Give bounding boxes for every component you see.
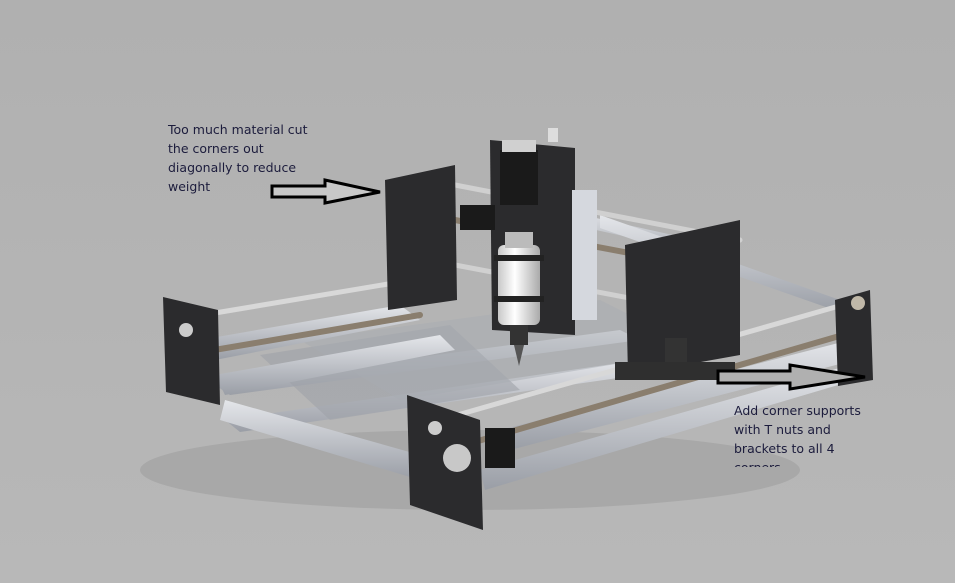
base-frame [200, 210, 855, 490]
annotation-corner-supports: Add corner supports with T nuts and brac… [734, 401, 861, 467]
z-axis-assembly [460, 128, 597, 366]
annotation-line: corners [734, 458, 861, 467]
annotation-line: Too much material cut [168, 122, 308, 137]
annotation-line: brackets to all 4 [734, 441, 835, 456]
arrow-2 [716, 363, 866, 391]
annotation-line: with T nuts and [734, 422, 831, 437]
y-stepper-motor [485, 428, 515, 468]
arrow-1 [270, 178, 381, 205]
annotation-line: diagonally to reduce [168, 160, 297, 175]
back-left-end-plate [163, 297, 220, 405]
spindle [498, 245, 540, 325]
gantry-left-plate [385, 165, 457, 310]
annotation-reduce-weight: Too much material cut the corners out di… [168, 120, 308, 196]
annotation-line: Add corner supports [734, 403, 861, 418]
back-right-end-plate [835, 290, 873, 386]
x-stepper-motor [460, 205, 495, 230]
z-stepper-motor [500, 150, 538, 205]
annotation-line: the corners out [168, 141, 264, 156]
gantry-right-plate [625, 220, 740, 375]
handwheel [443, 444, 471, 472]
y-drive [179, 296, 865, 472]
annotation-line: weight [168, 179, 211, 194]
